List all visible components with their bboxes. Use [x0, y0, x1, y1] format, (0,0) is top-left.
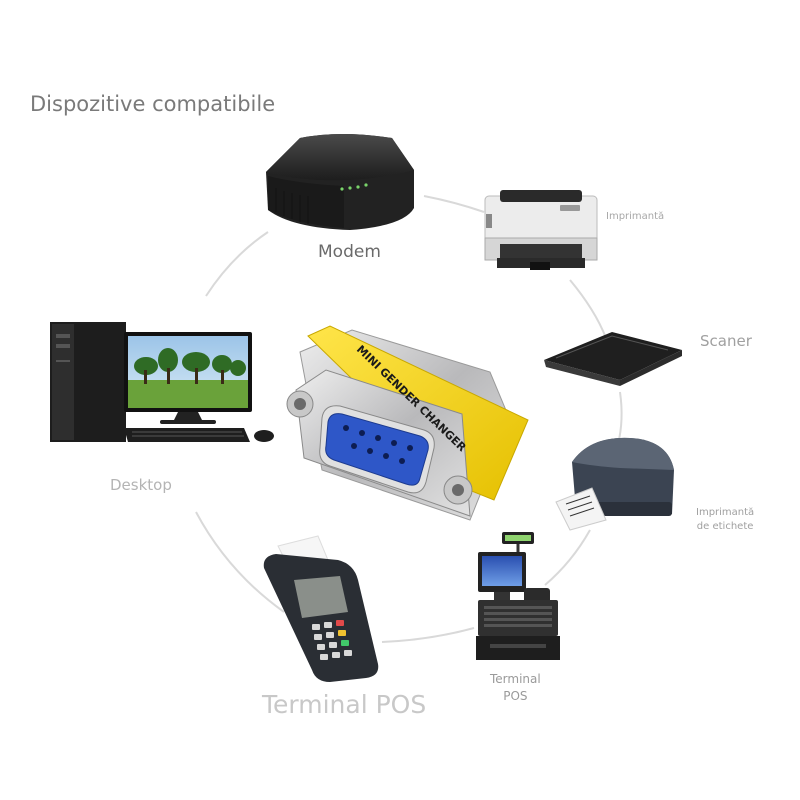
arc-scanner-label-printer	[617, 391, 623, 445]
scanner-image	[544, 332, 682, 386]
gender-changer-image: MINI GENDER CHANGER	[286, 325, 529, 521]
scanner-label: Scaner	[700, 332, 752, 350]
keypad-icon	[312, 620, 352, 660]
db9-socket-icon	[325, 413, 429, 486]
page-title: Dispozitive compatibile	[30, 92, 276, 116]
label-printer-image	[555, 437, 674, 531]
label-printer-label-line2: de etichete	[696, 521, 754, 532]
label-printer-label-line1: Imprimantă	[696, 507, 755, 518]
label-paper-icon	[555, 487, 607, 531]
mouse-icon	[254, 430, 274, 442]
arc-pos-pos	[381, 627, 475, 643]
connection-circle	[195, 195, 623, 643]
arc-label-printer-pos	[544, 529, 591, 586]
desktop-label: Desktop	[110, 476, 172, 494]
modem-label: Modem	[318, 242, 381, 262]
printer-label: Imprimantă	[606, 211, 665, 222]
pos-terminal-desktop-label-line1: Terminal	[490, 672, 541, 686]
printer-image	[484, 190, 598, 270]
arc-desktop-modem	[205, 231, 269, 297]
pos-terminal-desktop-label: Terminal POS	[490, 671, 541, 705]
pos-terminal-desktop-label-line2: POS	[503, 689, 528, 703]
pos-terminal-desktop-image	[476, 532, 560, 660]
modem-status-lights-icon	[340, 183, 368, 191]
arc-pos-desktop	[195, 511, 285, 613]
landscape-trees-icon	[134, 348, 246, 384]
pos-handheld-label: Terminal POS	[262, 690, 427, 719]
arc-modem-printer	[423, 195, 485, 213]
pos-handheld-image	[263, 535, 379, 682]
screw-icon	[286, 390, 473, 505]
label-printer-label: Imprimantă de etichete	[696, 506, 754, 534]
modem-image	[266, 134, 414, 230]
arc-printer-scanner	[569, 279, 607, 339]
desktop-image	[50, 322, 274, 442]
